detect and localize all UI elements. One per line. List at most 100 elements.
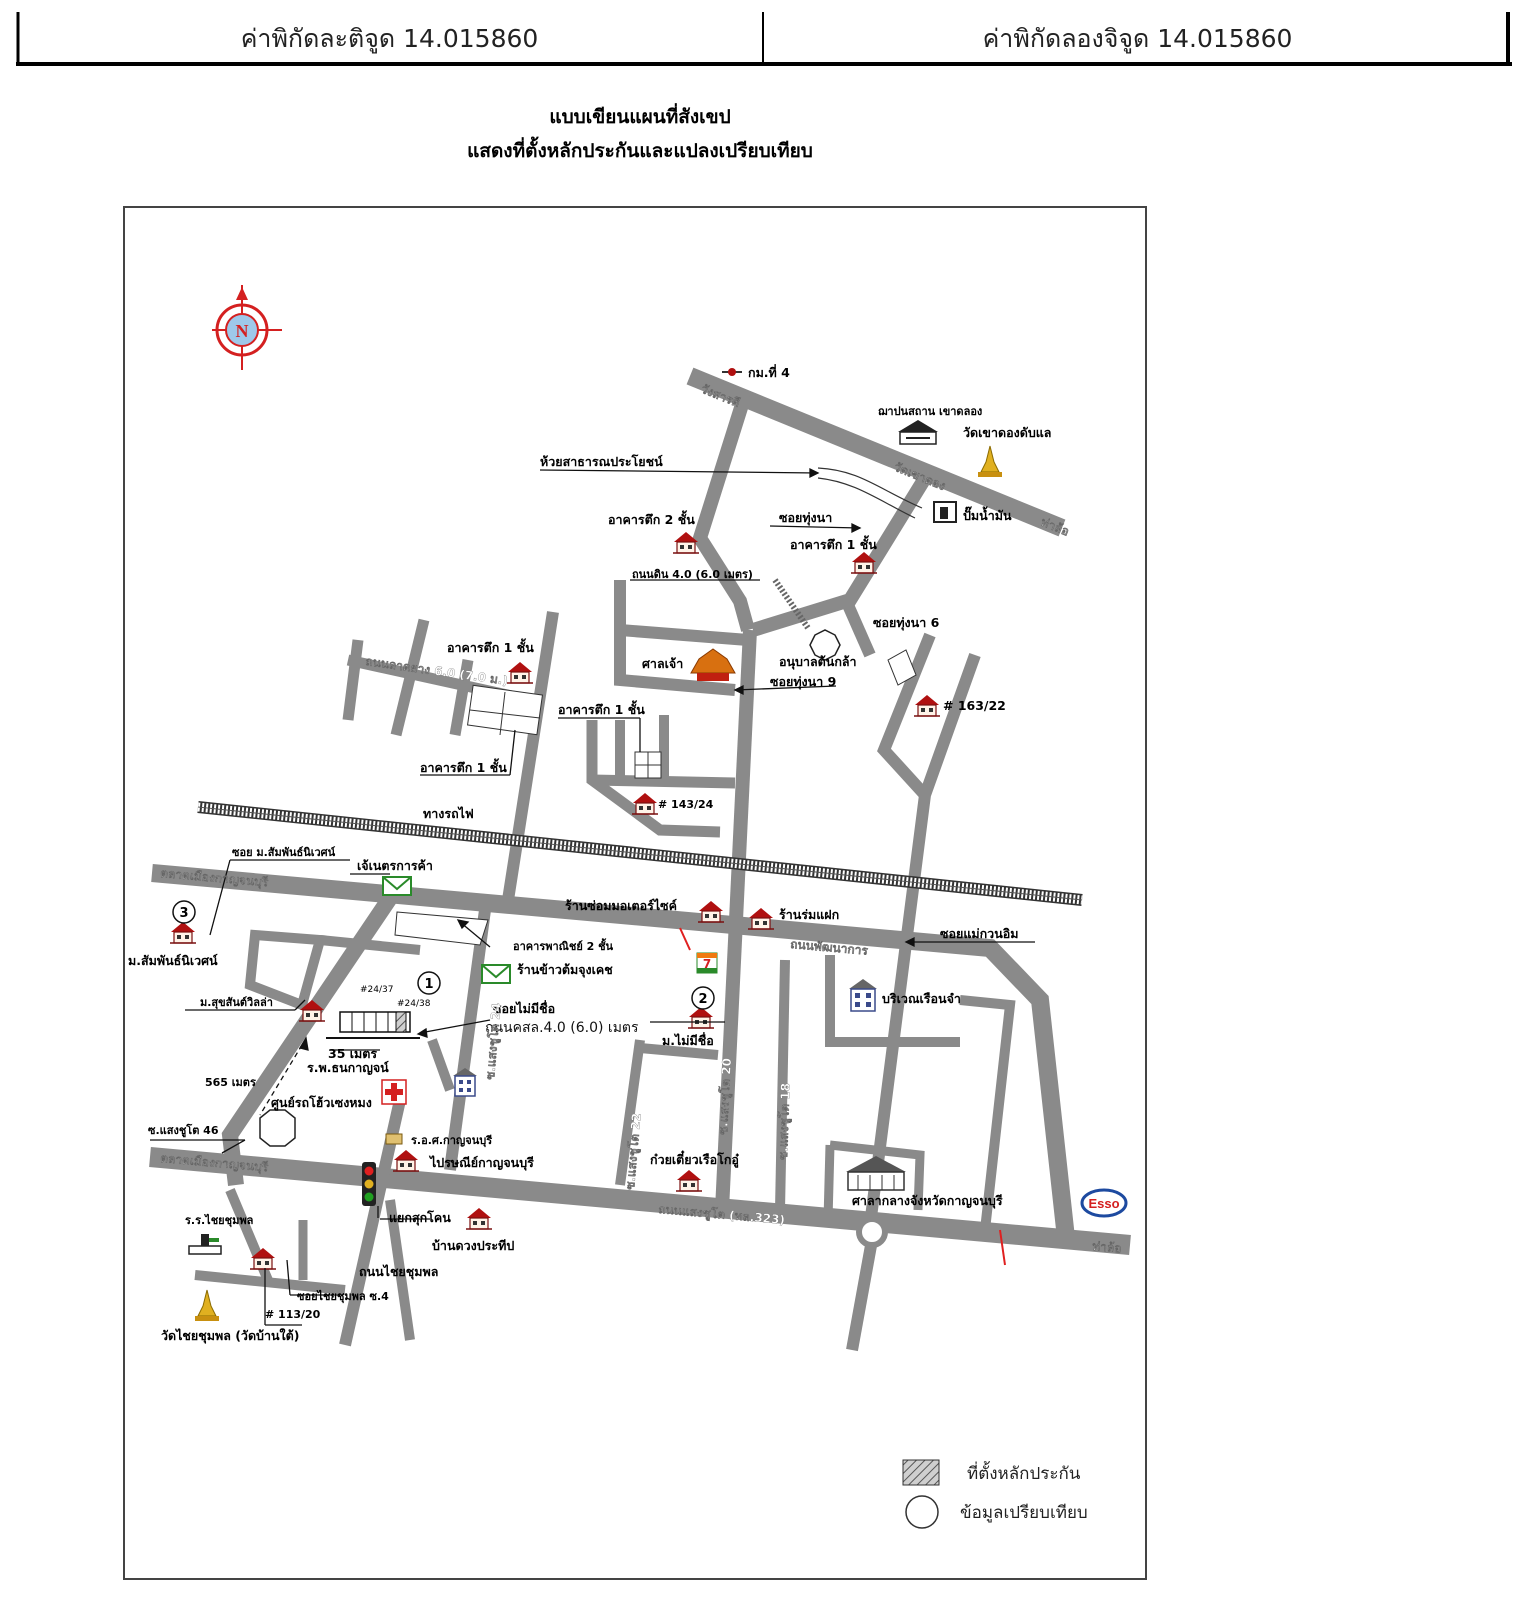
house-icon (913, 694, 941, 717)
road-sanchao-block (614, 580, 736, 696)
house-icon (506, 661, 534, 684)
stream-line-1 (817, 467, 923, 509)
label-san-chao: ศาลเจ้า (642, 656, 683, 671)
label-tha-lo-bottom: ท่าล้อ (1092, 1239, 1122, 1255)
label-building-1floor-left: อาคารตึก 1 ชั้น (447, 638, 534, 655)
icons: 7 (169, 368, 1128, 1322)
road-143-block (586, 720, 721, 838)
road-grid-v3 (449, 659, 474, 736)
cross-mark-icon (999, 1229, 1006, 1266)
label-phatthanakan: ถนนพัฒนาการ (790, 937, 869, 958)
house-icon (465, 1207, 493, 1230)
legend-collateral-swatch (902, 1459, 940, 1486)
map-titles: แบบเขียนแผนที่สังเขป แสดงที่ตั้งหลักประก… (0, 100, 1280, 168)
house-icon (169, 921, 197, 944)
label-soi-thungna9: ซอยทุ่งนา 9 (770, 674, 836, 690)
label-house-24-38: #24/38 (397, 999, 431, 1009)
road-soi6 (842, 602, 876, 658)
label-prison: บริเวณเรือนจำ (882, 991, 961, 1006)
coordinate-bar: ค่าพิกัดละติจูด 14.015860 ค่าพิกัดลองจิจ… (16, 12, 1512, 66)
label-ban-duang: บ้านดวงประทีป (432, 1238, 514, 1253)
road-hospital-link (427, 1038, 455, 1092)
label-car-center: ศูนย์รถโฮ้วเซงหมง (271, 1095, 372, 1111)
label-chaichumphon-road: ถนนไชยชุมพล (359, 1264, 438, 1280)
crematorium-icon (898, 420, 938, 445)
label-gas-station: ปั๊มน้ำมัน (963, 506, 1012, 523)
marker-2: 2 (691, 986, 715, 1010)
house-icon (687, 1006, 715, 1029)
road-wangsan (686, 367, 1066, 537)
km4-marker-icon (722, 368, 742, 376)
seven-eleven-label: 7 (703, 957, 711, 971)
label-wat-khao: วัดเขาดองดับแล (963, 425, 1051, 440)
title-line-1: แบบเขียนแผนที่สังเขป (549, 106, 731, 128)
label-post-office: ไปรษณีย์กาญจนบุรี (428, 1155, 534, 1171)
label-building-2floor: อาคารตึก 2 ชั้น (608, 510, 695, 527)
label-ran-rom: ร้านร่มแฝก (779, 907, 839, 922)
collateral-parcels (326, 1011, 420, 1039)
legend: ที่ตั้งหลักประกัน ข้อมูลเปรียบเทียบ (902, 1459, 1088, 1529)
house-icon (747, 907, 775, 930)
svg-text:2: 2 (698, 992, 707, 1007)
label-house-143: # 143/24 (658, 798, 714, 811)
label-tha-lo-top: ท่าล้อ (1039, 515, 1071, 539)
house-icon (675, 1169, 703, 1192)
label-city-hall: ศาลากลางจังหวัดกาญจนบุรี (852, 1193, 1003, 1209)
road-sangchuto-18 (775, 959, 790, 1211)
label-motorcycle-shop: ร้านซ่อมมอเตอร์ไซค์ (565, 898, 677, 913)
school-icon (188, 1234, 222, 1255)
label-house-24-37: #24/37 (360, 985, 393, 995)
car-center-icon (259, 1109, 296, 1147)
city-hall-icon (846, 1156, 906, 1191)
road-prison-right (959, 995, 1016, 1231)
svg-text:3: 3 (179, 906, 188, 921)
collateral-hatched (395, 1011, 407, 1033)
road-grid-v1 (390, 618, 430, 737)
label-ros-school: ร.อ.ศ.กาญจนบุรี (411, 1134, 492, 1148)
label-ksl-road: ถนนคสล.4.0 (6.0) เมตร (485, 1020, 639, 1036)
label-m-sampan: ม.สัมพันธ์นิเวศน์ (128, 953, 218, 968)
pagoda-icon (977, 445, 1003, 478)
road-bottom-vertical (846, 1238, 878, 1352)
road-right-vertical (864, 652, 981, 1226)
traffic-light-icon (362, 1162, 376, 1206)
road-grid-v2 (342, 639, 364, 721)
label-soi-maekwan: ซอยแม่กวนอิม (940, 926, 1019, 941)
road-phatthanakan (151, 864, 1075, 1239)
stream-line-2 (817, 477, 916, 519)
road-prison-block (825, 955, 960, 1047)
label-sangchuto-18: ซ.แสงชูโต 18 (775, 1083, 794, 1160)
label-sangchuto-24: ซ.แสงชูโต 24 (482, 1002, 505, 1080)
road-suksan-link (319, 935, 421, 955)
house-icon (697, 900, 725, 923)
label-chaichumphon-school: ร.ร.ไชยชุมพล (185, 1213, 254, 1228)
gas-station-icon (933, 501, 957, 523)
marker-3: 3 (172, 900, 196, 924)
label-building-1floor-mid: อาคารตึก 1 ชั้น (558, 700, 645, 717)
label-wat-chai: วัดไชยชุมพล (วัดบ้านใต้) (161, 1328, 300, 1344)
cross-mark-icon (679, 927, 691, 951)
house-icon (392, 1149, 420, 1172)
leader-lines (150, 467, 1035, 1326)
hospital-cross-icon (381, 1079, 407, 1105)
envelope-icon (382, 876, 412, 896)
label-soi-thungna6: ซอยทุ่งนา 6 (873, 615, 940, 631)
esso-label: Esso (1088, 1196, 1119, 1211)
road-sangchuto-24 (444, 909, 491, 1171)
title-line-2: แสดงที่ตั้งหลักประกันและแปลงเปรียบเทียบ (467, 140, 813, 162)
numbered-markers: 1 2 3 (172, 900, 715, 1010)
road-school-link (225, 1188, 275, 1287)
envelope-icon (481, 964, 511, 984)
label-hospital: ร.พ.ธนกาญจน์ (307, 1060, 389, 1075)
label-dirt-road: ถนนดิน 4.0 (6.0 เมตร) (632, 568, 753, 581)
label-m-mai: ม.ไม่มีชื่อ (662, 1032, 714, 1048)
label-building-1floor-top: อาคารตึก 1 ชั้น (790, 535, 877, 552)
road-sangchuto-22 (615, 1039, 645, 1186)
label-intersection: แยกสุกโคน (389, 1210, 451, 1226)
legend-comparison-label: ข้อมูลเปรียบเทียบ (960, 1503, 1088, 1523)
road-sanchao-top (619, 624, 749, 646)
prison-building-icon (849, 979, 877, 1012)
road-left-grid-main (502, 611, 559, 901)
label-jen-trade: เจ้เนตรการค้า (357, 858, 433, 873)
road-loop-left (692, 392, 755, 632)
